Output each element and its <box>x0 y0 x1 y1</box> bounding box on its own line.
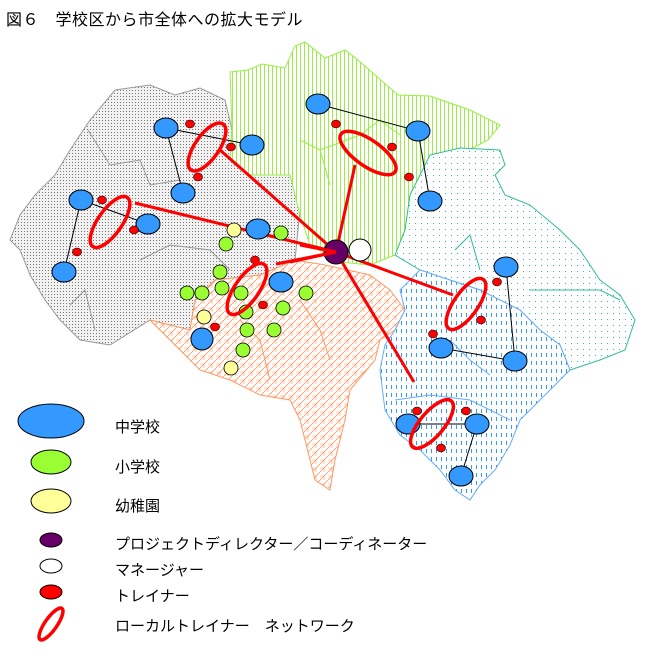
legend-elementary-label: 小学校 <box>115 458 161 476</box>
local-networks <box>88 121 488 450</box>
legend-kindergarten-icon <box>30 488 72 514</box>
legend-manager-label: マネージャー <box>115 561 204 579</box>
zone-south-orange <box>148 259 406 491</box>
elementary-schools <box>179 225 314 358</box>
legend-director-label: プロジェクトディレクター／コーディネーター <box>115 535 428 553</box>
legend-junior-high-label: 中学校 <box>115 418 161 436</box>
legend-kindergarten-label: 幼稚園 <box>115 497 161 515</box>
legend-junior-high-icon <box>17 403 85 439</box>
figure-title: 図６ 学校区から市全体への拡大モデル <box>6 10 304 29</box>
legend-trainer-label: トレイナー <box>115 587 190 605</box>
legend-director-icon <box>39 532 63 548</box>
legend-elementary-icon <box>30 449 72 475</box>
manager-marker <box>348 238 372 262</box>
trainers <box>72 119 502 453</box>
legend-network-label: ローカルトレイナー ネットワーク <box>115 617 355 635</box>
legend-manager-icon <box>39 558 63 574</box>
legend-trainer-icon <box>39 584 63 600</box>
legend-network-icon <box>37 606 65 642</box>
junior-high-schools <box>51 93 528 487</box>
legend-symbols <box>17 403 85 642</box>
kindergartens <box>196 222 242 376</box>
